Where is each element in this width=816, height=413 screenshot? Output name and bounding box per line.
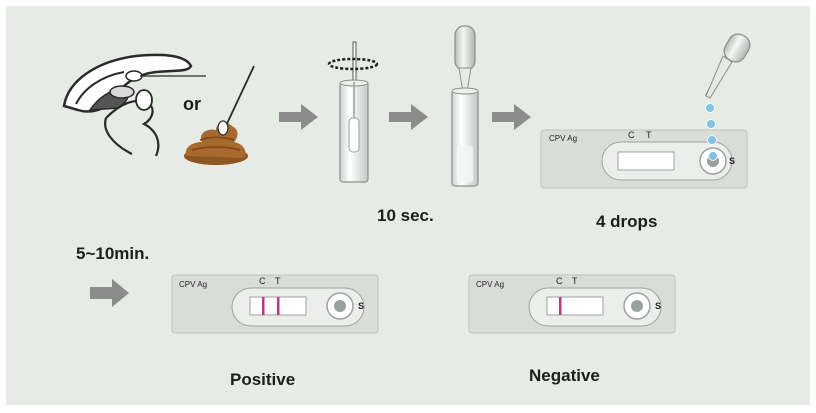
drops-label: 4 drops <box>596 212 658 231</box>
wait-time-label: 5~10min. <box>76 244 150 263</box>
negative-card-name: CPV Ag <box>476 280 505 289</box>
positive-label: Positive <box>230 370 296 389</box>
negative-result-card <box>468 274 676 334</box>
or-label: or <box>183 94 201 114</box>
procedure-diagram: or 10 sec. 4 drops 5~10min. Positive Neg… <box>6 6 810 405</box>
sample-card-name: CPV Ag <box>549 134 578 143</box>
positive-card-control: C <box>259 276 266 286</box>
negative-card-well: S <box>655 301 662 311</box>
control-line <box>559 297 562 315</box>
arrow-3 <box>492 104 531 130</box>
dog-swab-illustration <box>62 53 206 157</box>
sample-card-test: T <box>646 130 652 140</box>
diagram-graphics <box>62 25 751 334</box>
test-line <box>277 297 280 315</box>
mix-time-label: 10 sec. <box>377 206 434 225</box>
sample-drops <box>705 103 718 161</box>
process-arrows <box>90 104 531 307</box>
positive-card-well: S <box>358 301 365 311</box>
negative-label: Negative <box>529 366 600 385</box>
negative-card-test: T <box>572 276 578 286</box>
positive-result-card <box>171 274 379 334</box>
tube-with-swab <box>327 41 379 183</box>
tube-with-dropper-cap <box>451 25 479 187</box>
test-card-sample <box>540 33 751 189</box>
sample-card-control: C <box>628 130 635 140</box>
arrow-2 <box>389 104 428 130</box>
arrow-1 <box>279 104 318 130</box>
positive-card-name: CPV Ag <box>179 280 208 289</box>
control-line <box>262 297 265 315</box>
positive-card-test: T <box>275 276 281 286</box>
arrow-4 <box>90 279 129 307</box>
negative-card-control: C <box>556 276 563 286</box>
sample-card-well: S <box>729 156 736 166</box>
stool-swab-illustration <box>184 65 255 165</box>
